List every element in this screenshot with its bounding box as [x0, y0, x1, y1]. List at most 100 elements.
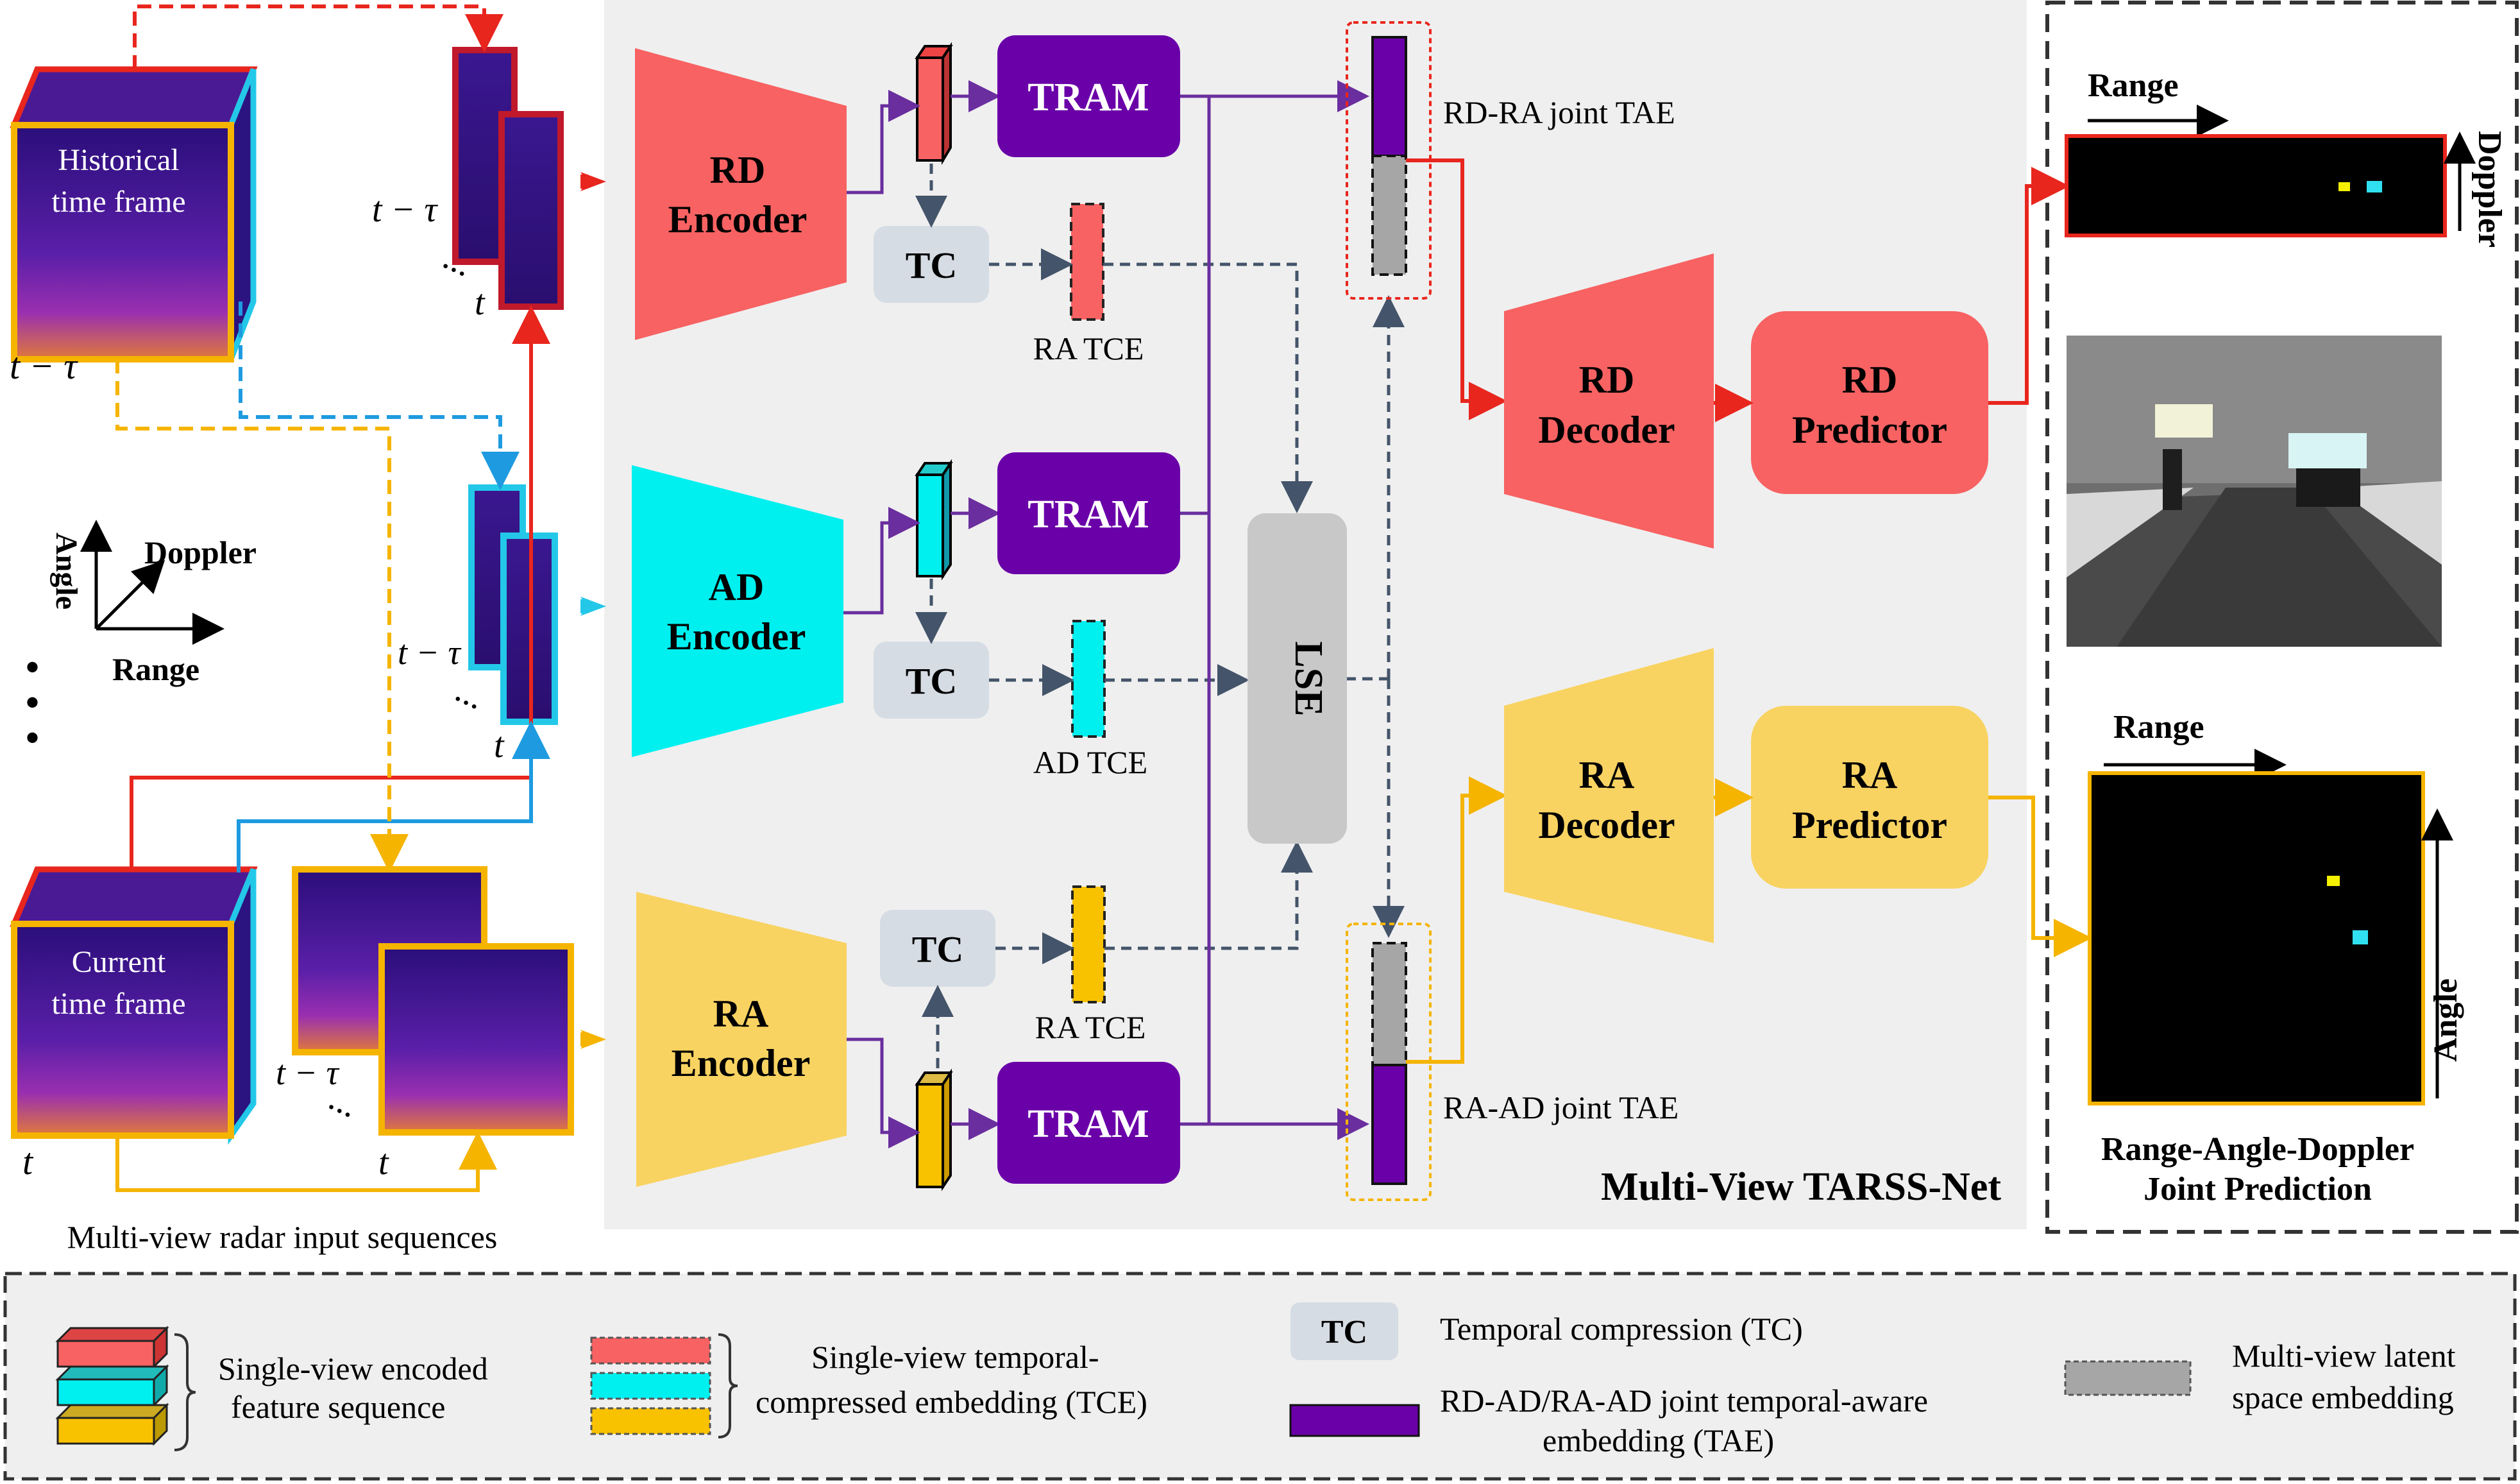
ra-output-angle-label: Angle [2428, 978, 2464, 1062]
input-caption: Multi-view radar input sequences [67, 1219, 498, 1255]
current-time-label: t [22, 1141, 34, 1182]
ra-ad-tae-gray [1371, 942, 1407, 1066]
legend-lse-label-2: space embedding [2232, 1379, 2454, 1415]
tc-label-ad: TC [906, 660, 958, 702]
encoder-input-arrows [580, 172, 606, 1049]
rd-output-doppler-label: Doppler [2471, 131, 2508, 248]
tram-label-ra: TRAM [1027, 1102, 1149, 1146]
decoder-to-predictor-lines [1714, 167, 2092, 957]
rd-feature-prism [915, 42, 953, 166]
rd-predictor-label: RD [1842, 359, 1898, 401]
lse-block [1247, 513, 1347, 844]
legend-brace-1 [174, 1333, 196, 1451]
ra-ad-tae-frame [1346, 923, 1432, 1201]
rd-ra-tae-gray [1371, 155, 1407, 276]
ra-tce-label-bottom: RA TCE [1035, 1009, 1146, 1045]
axes-indicator [80, 520, 224, 645]
ra-output-range-label: Range [2113, 709, 2204, 746]
tc-label-rd: TC [906, 244, 958, 286]
ra-decoder-label-2: Decoder [1538, 804, 1675, 846]
rd-ra-tae-purple [1371, 36, 1407, 157]
legend-feature-seq-label: Single-view encoded [218, 1351, 488, 1386]
current-label: Current [72, 945, 166, 979]
rd-prediction-map [2065, 134, 2447, 237]
ra-tce-label-top: RA TCE [1033, 330, 1144, 366]
rd-pred-yellow-blob [2338, 182, 2350, 191]
ra-decoder [1504, 648, 1714, 943]
rd-predictor [1751, 311, 1988, 494]
ad-seq-t: t [494, 726, 505, 765]
camera-image [2067, 336, 2442, 647]
rd-decoder-label-2: Decoder [1538, 409, 1675, 451]
ra-seq-t-tau: t − τ [276, 1053, 339, 1092]
tram-block-rd [997, 35, 1180, 157]
rd-sequence [452, 47, 564, 310]
axis-angle-label: Angle [49, 533, 83, 610]
ad-seq-t-tau: t − τ [398, 633, 461, 672]
legend-tce-red [590, 1336, 711, 1365]
current-label-2: time frame [51, 987, 185, 1021]
ra-tce-bar-top [1070, 203, 1104, 321]
rd-decoder [1504, 253, 1714, 549]
tram-block-ad [997, 452, 1180, 574]
tram-to-tae-lines [1180, 80, 1369, 1140]
rd-encoder-label: RD [710, 149, 766, 191]
input-connectors [115, 4, 550, 1192]
ra-encoder [636, 892, 847, 1187]
tram-label-rd: TRAM [1027, 76, 1149, 119]
legend-tc-box-label: TC [1321, 1314, 1367, 1351]
tc-block-rd [874, 226, 989, 303]
rd-decoder-label: RD [1579, 359, 1635, 401]
ra-seq-t: t [378, 1143, 389, 1182]
tc-label-ra: TC [912, 928, 964, 970]
rd-seq-t: t [475, 283, 486, 323]
current-cube [10, 866, 258, 1145]
ra-pred-yellow-blob [2327, 876, 2340, 886]
historical-cube [10, 66, 258, 362]
ra-predictor [1751, 706, 1988, 889]
net-title: Multi-View TARSS-Net [1601, 1165, 2001, 1209]
rd-encoder-label-2: Encoder [668, 198, 808, 241]
historical-time-label: t − τ [10, 345, 78, 387]
ra-tce-bar-bottom [1071, 885, 1106, 1003]
legend-tae-label-2: embedding (TAE) [1543, 1422, 1774, 1458]
legend-tce-orange [590, 1407, 711, 1435]
ad-seq-dots: ... [450, 670, 491, 717]
legend-tce-label: Single-view temporal- [811, 1339, 1099, 1375]
vertical-dots: • [26, 646, 39, 688]
legend-tce-cyan [590, 1372, 711, 1400]
rd-encoder [635, 48, 847, 340]
ad-feature-prism [915, 459, 953, 581]
vertical-dots-3: • [26, 717, 39, 759]
rd-ra-tae-label: RD-RA joint TAE [1443, 94, 1675, 130]
vertical-dots-2: • [26, 681, 39, 724]
ra-feature-prism [915, 1068, 953, 1191]
ra-ad-tae-purple [1371, 1064, 1407, 1185]
rd-predictor-label-2: Predictor [1792, 409, 1947, 451]
ad-encoder-label-2: Encoder [667, 615, 806, 658]
legend-lse-label: Multi-view latent [2232, 1338, 2456, 1374]
ra-encoder-label-2: Encoder [672, 1042, 811, 1084]
historical-label-2: time frame [51, 185, 185, 219]
ad-tce-bar [1071, 620, 1106, 738]
tc-dashed-connectors [915, 164, 1405, 1068]
tc-block-ra [880, 910, 995, 987]
axis-doppler-label: Doppler [144, 534, 257, 570]
legend-tae-bar [1289, 1404, 1420, 1437]
ra-ad-tae-label: RA-AD joint TAE [1443, 1089, 1679, 1125]
lse-label: LSE [1287, 641, 1330, 716]
encoder-to-prism-lines [843, 80, 1001, 1148]
legend-lse-bar [2064, 1360, 2192, 1396]
output-title: Range-Angle-Doppler [2101, 1131, 2414, 1168]
tram-label-ad: TRAM [1027, 493, 1149, 536]
legend-tc-label: Temporal compression (TC) [1440, 1311, 1803, 1347]
ra-predictor-label-2: Predictor [1792, 804, 1947, 846]
ra-decoder-label: RA [1579, 754, 1635, 796]
legend-brace-2 [718, 1333, 738, 1438]
ad-tce-label: AD TCE [1033, 744, 1147, 780]
ra-pred-cyan-blob [2353, 930, 2368, 944]
ra-prediction-map [2088, 771, 2425, 1105]
historical-label: Historical [58, 143, 179, 177]
legend-feature-seq-icon [55, 1326, 169, 1446]
